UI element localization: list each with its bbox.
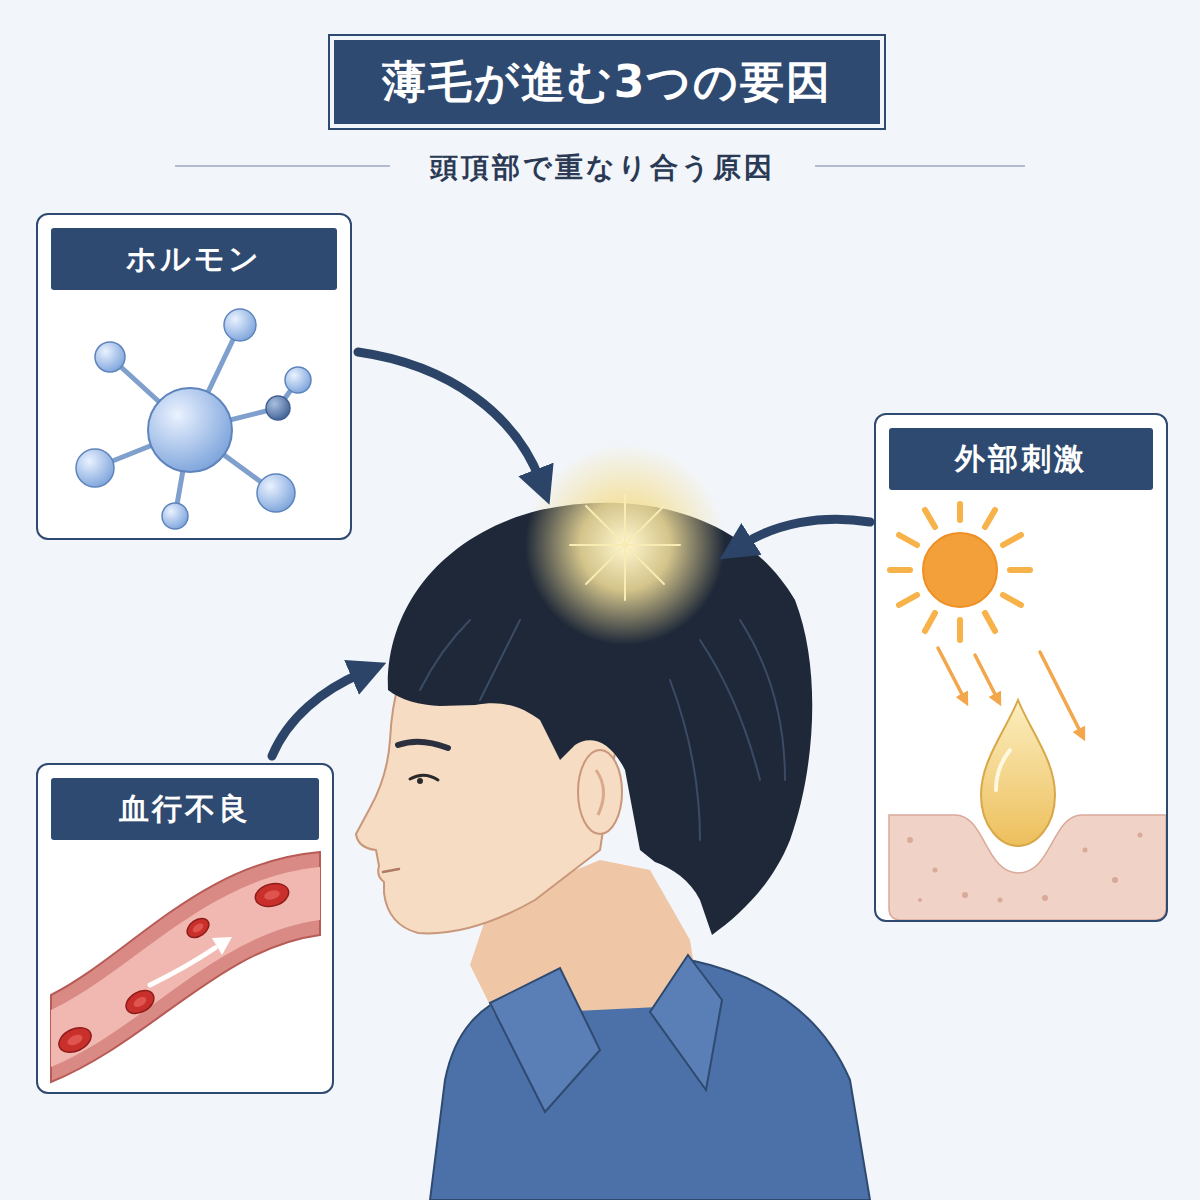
cause-box: 血行不良 [36, 763, 334, 1094]
whorl-line [570, 544, 625, 546]
pore [1083, 848, 1088, 853]
light-ray [1040, 652, 1082, 735]
pore [918, 898, 922, 902]
whorl-line [625, 506, 664, 545]
box-heading: 外部刺激 [889, 428, 1153, 490]
title-banner: 薄毛が進む3つの要因 [330, 36, 884, 128]
box-ground [875, 414, 1167, 921]
crown-glow [525, 445, 725, 645]
mouth [383, 869, 399, 872]
light-ray [975, 655, 998, 700]
cause-arrows [272, 352, 870, 756]
pore [1112, 877, 1118, 883]
eye [410, 775, 438, 780]
atom [224, 309, 256, 341]
sun-disc [923, 533, 997, 607]
pore [962, 892, 968, 898]
atom [285, 367, 311, 393]
whorl-line [586, 545, 625, 584]
whorl-line [624, 545, 626, 600]
red-cell [253, 880, 292, 910]
whorl-line [625, 544, 680, 546]
subtitle-rule [815, 165, 1025, 167]
red-cell-center [263, 889, 281, 902]
shirt-collar [490, 968, 600, 1112]
red-cell-center [66, 1033, 84, 1048]
pore [933, 868, 938, 873]
sun-rays [890, 504, 1030, 640]
cause-arrow [742, 519, 870, 545]
box-heading: ホルモン [51, 228, 337, 290]
atom [76, 449, 114, 487]
molecule-bonds [95, 325, 298, 516]
ray [957, 504, 963, 520]
ray [1003, 595, 1021, 605]
cause-box: ホルモン [36, 213, 352, 540]
sun-icon [890, 504, 1030, 640]
vessel-wall [51, 852, 320, 1082]
red-cell-center [191, 922, 205, 935]
molecule-icon [76, 309, 311, 529]
cause-arrow [358, 352, 540, 480]
red-cell [122, 986, 158, 1018]
hair-strands [420, 620, 785, 840]
flow-arrow [150, 948, 215, 985]
atom [257, 474, 295, 512]
box-ground [37, 764, 333, 1093]
hair-strand [670, 680, 700, 840]
ray [1003, 535, 1021, 545]
red-cell [55, 1023, 95, 1057]
pore [907, 837, 913, 843]
pore [1042, 895, 1048, 901]
ear-inner [596, 770, 604, 815]
hair-strand [420, 620, 470, 690]
pupil [417, 778, 423, 784]
drop-highlight [996, 750, 1010, 790]
ray [957, 620, 963, 640]
sebum-drop [981, 700, 1055, 846]
vessel-lumen [51, 867, 320, 1067]
cause-arrow [272, 673, 362, 756]
crown-whorl [570, 495, 680, 600]
red-cell [184, 915, 213, 942]
box-heading: 血行不良 [51, 778, 319, 840]
ray [925, 510, 935, 527]
whorl-line [624, 495, 626, 545]
eyebrow [398, 742, 448, 748]
hair-strand [740, 620, 785, 780]
flow-arrow-head [212, 937, 232, 955]
ear [578, 750, 622, 834]
whorl-line [586, 506, 625, 545]
subtitle-rule [175, 165, 390, 167]
subtitle: 頭頂部で重なり合う原因 [420, 149, 785, 187]
light-ray [938, 648, 965, 700]
atom-core [148, 388, 232, 472]
ray [985, 613, 995, 631]
atom [95, 342, 125, 372]
box-ground [37, 214, 351, 539]
ray [890, 567, 910, 573]
ray [899, 595, 917, 605]
whorl-line [625, 545, 664, 584]
atom [162, 503, 188, 529]
person-figure [356, 445, 870, 1200]
ray [899, 535, 917, 545]
pore [1138, 833, 1143, 838]
hair-strand [480, 620, 520, 700]
pore [998, 898, 1003, 903]
ray [985, 510, 995, 527]
hair-strand [700, 640, 760, 780]
atom [266, 396, 290, 420]
shirt-collar [650, 955, 722, 1090]
ray [1010, 567, 1030, 573]
red-cell-center [132, 995, 148, 1009]
ray [925, 613, 935, 631]
blood-vessel-icon [51, 852, 320, 1082]
cause-box: 外部刺激 [874, 413, 1168, 922]
